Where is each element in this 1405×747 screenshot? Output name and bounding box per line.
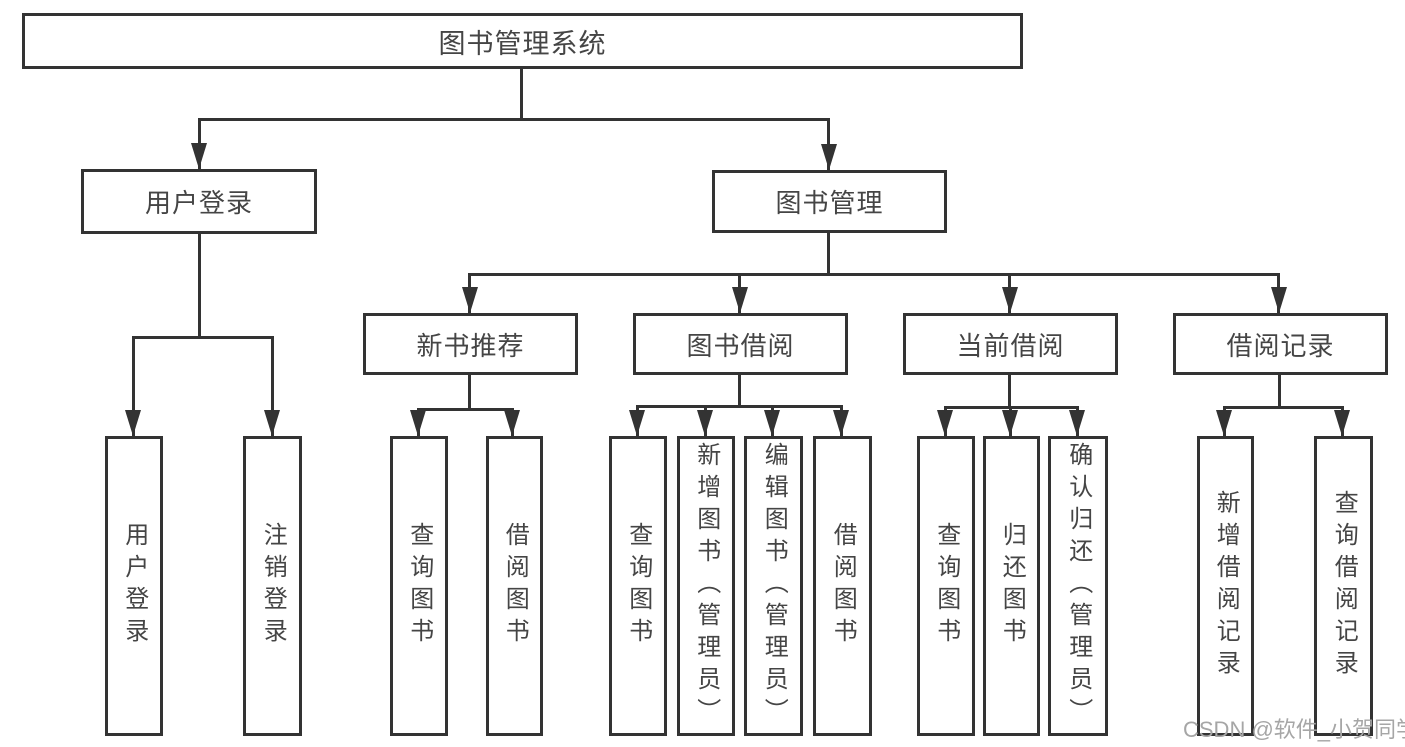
- node-current-borrow: 当前借阅: [903, 313, 1118, 375]
- node-new-book-recommend: 新书推荐: [363, 313, 578, 375]
- connector-line: [827, 232, 830, 273]
- leaf-add-books-admin: 新增图书（管理员）: [677, 436, 735, 736]
- arrowhead-down-icon: [821, 144, 837, 170]
- arrowhead-down-icon: [1334, 410, 1350, 436]
- leaf-query-books-borrow: 查询图书: [609, 436, 667, 736]
- leaf-return-books: 归还图书: [983, 436, 1040, 736]
- arrowhead-down-icon: [629, 410, 645, 436]
- leaf-borrow-books-recommend: 借阅图书: [486, 436, 543, 736]
- connector-line: [520, 69, 523, 118]
- connector-line: [468, 273, 1280, 276]
- arrowhead-down-icon: [462, 287, 478, 313]
- node-label: 借阅记录: [1226, 330, 1335, 361]
- arrowhead-down-icon: [732, 287, 748, 313]
- leaf-add-borrow-record: 新增借阅记录: [1197, 436, 1254, 736]
- connector-line: [1223, 406, 1344, 409]
- node-borrow-records: 借阅记录: [1173, 313, 1388, 375]
- connector-line: [271, 336, 274, 436]
- leaf-borrow-books: 借阅图书: [813, 436, 872, 736]
- node-user-login-module: 用户登录: [81, 169, 317, 234]
- arrowhead-down-icon: [410, 410, 426, 436]
- node-label: 用户登录: [120, 522, 148, 650]
- connector-line: [1008, 374, 1011, 406]
- node-label: 注销登录: [259, 522, 287, 650]
- connector-line: [738, 374, 741, 405]
- arrowhead-down-icon: [1069, 410, 1085, 436]
- leaf-user-login: 用户登录: [105, 436, 163, 736]
- node-label: 借阅图书: [501, 522, 529, 650]
- arrowhead-down-icon: [833, 410, 849, 436]
- node-label: 新增借阅记录: [1212, 490, 1240, 682]
- node-label: 图书管理: [775, 188, 884, 218]
- node-label: 查询图书: [405, 522, 433, 650]
- leaf-logout: 注销登录: [243, 436, 302, 736]
- arrowhead-down-icon: [1271, 287, 1287, 313]
- connector-line: [132, 336, 135, 436]
- arrowhead-down-icon: [937, 410, 953, 436]
- connector-line: [417, 408, 514, 411]
- node-label: 确认归还（管理员）: [1064, 442, 1092, 730]
- arrowhead-down-icon: [504, 410, 520, 436]
- arrowhead-down-icon: [1002, 287, 1018, 313]
- connector-line: [468, 374, 471, 408]
- node-label: 查询借阅记录: [1330, 490, 1358, 682]
- arrowhead-down-icon: [1002, 410, 1018, 436]
- node-label: 查询图书: [624, 522, 652, 650]
- node-book-borrow: 图书借阅: [633, 313, 848, 375]
- leaf-confirm-return-admin: 确认归还（管理员）: [1048, 436, 1108, 736]
- node-label: 图书借阅: [686, 330, 795, 361]
- leaf-query-books-recommend: 查询图书: [390, 436, 448, 736]
- arrowhead-down-icon: [697, 410, 713, 436]
- connector-line: [198, 234, 201, 336]
- node-label: 归还图书: [998, 522, 1026, 650]
- node-library-system: 图书管理系统: [22, 13, 1023, 69]
- arrowhead-down-icon: [191, 143, 207, 169]
- node-label: 当前借阅: [956, 330, 1065, 361]
- csdn-watermark: CSDN @软件_小贺同学: [1183, 717, 1405, 742]
- connector-line: [198, 118, 830, 121]
- connector-line: [636, 405, 843, 408]
- leaf-edit-books-admin: 编辑图书（管理员）: [744, 436, 803, 736]
- arrowhead-down-icon: [764, 410, 780, 436]
- arrowhead-down-icon: [125, 410, 141, 436]
- leaf-query-books-current: 查询图书: [917, 436, 975, 736]
- connector-line: [132, 336, 274, 339]
- leaf-query-borrow-record: 查询借阅记录: [1314, 436, 1373, 736]
- arrowhead-down-icon: [264, 410, 280, 436]
- node-label: 图书管理系统: [438, 28, 607, 59]
- node-book-management: 图书管理: [712, 170, 947, 233]
- arrowhead-down-icon: [1216, 410, 1232, 436]
- node-label: 查询图书: [932, 522, 960, 650]
- node-label: 用户登录: [144, 188, 253, 218]
- node-label: 新书推荐: [416, 330, 525, 361]
- connector-line: [1278, 374, 1281, 406]
- node-label: 新增图书（管理员）: [692, 442, 720, 730]
- node-label: 借阅图书: [829, 522, 857, 650]
- node-label: 编辑图书（管理员）: [760, 442, 788, 730]
